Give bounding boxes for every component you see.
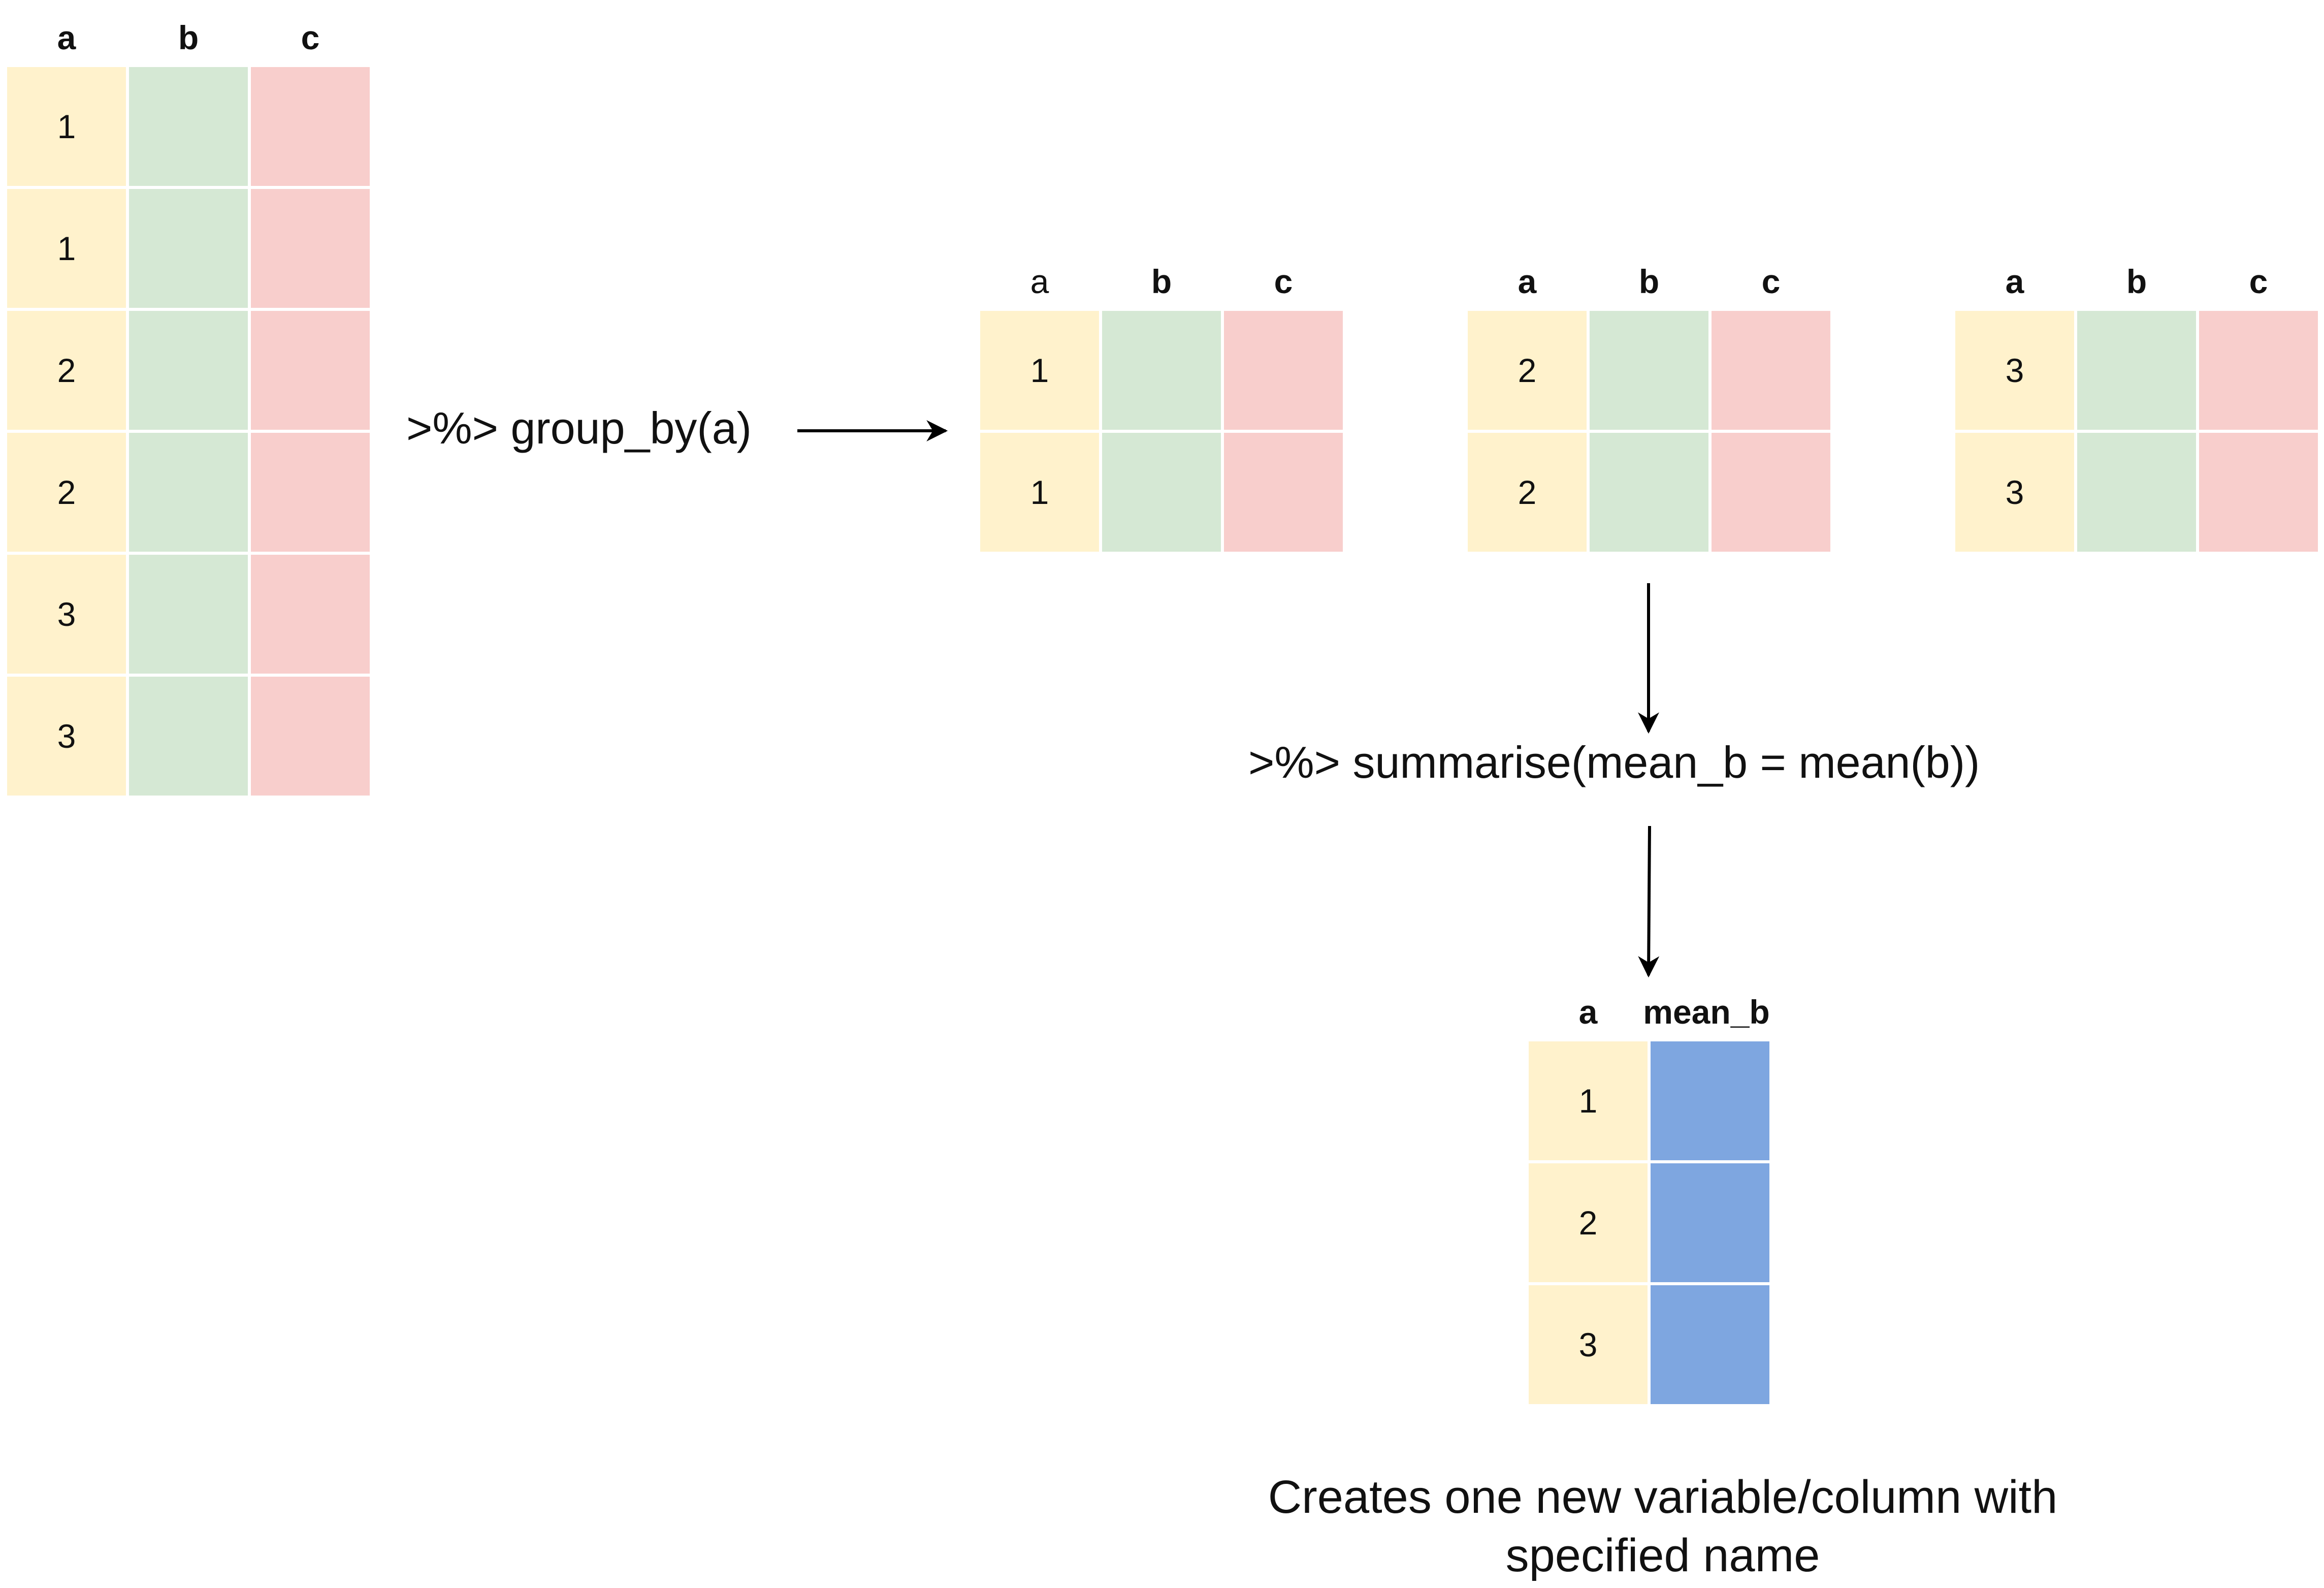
source-cell-c-3	[251, 311, 370, 430]
source-cell-b-5	[129, 555, 248, 674]
source-cell-a-2: 1	[7, 189, 126, 308]
group-table-3: a b c 3 3	[1955, 251, 2318, 556]
group3-cell-a-2: 3	[1955, 433, 2074, 552]
result-cell-mean-b-3	[1651, 1285, 1769, 1404]
group1-cell-a-1: 1	[980, 311, 1099, 430]
group-by-label: >%> group_by(a)	[406, 403, 752, 453]
group3-cell-b-2	[2077, 433, 2196, 552]
source-cell-a-1: 1	[7, 67, 126, 186]
group3-header-a: a	[2005, 263, 2024, 300]
source-table: a b c 1 1 2 2 3 3	[7, 7, 370, 796]
source-cell-c-6	[251, 677, 370, 796]
group3-cell-b-1	[2077, 311, 2196, 430]
source-cell-c-5	[251, 555, 370, 674]
group2-cell-c-1	[1712, 311, 1830, 430]
group-table-2: a b c 2 2	[1468, 251, 1830, 556]
group2-cell-a-1: 2	[1468, 311, 1587, 430]
group2-cell-a-2: 2	[1468, 433, 1587, 552]
caption: Creates one new variable/column with spe…	[1206, 1468, 2120, 1585]
source-cell-c-4	[251, 433, 370, 552]
group2-cell-c-2	[1712, 433, 1830, 552]
group2-header-c: c	[1761, 263, 1781, 300]
source-cell-b-6	[129, 677, 248, 796]
group1-header-c: c	[1274, 263, 1293, 300]
result-cell-a-2: 2	[1529, 1163, 1648, 1282]
summarise-label: >%> summarise(mean_b = mean(b))	[1248, 737, 1980, 787]
group1-cell-c-2	[1224, 433, 1343, 552]
group2-cell-b-2	[1590, 433, 1708, 552]
result-cell-mean-b-2	[1651, 1163, 1769, 1282]
caption-line-2: specified name	[1505, 1530, 1820, 1581]
result-cell-a-3: 3	[1529, 1285, 1648, 1404]
source-cell-b-3	[129, 311, 248, 430]
source-cell-b-4	[129, 433, 248, 552]
source-cell-a-3: 2	[7, 311, 126, 430]
group2-header-b: b	[1638, 263, 1660, 300]
group2-header-a: a	[1518, 263, 1537, 300]
source-header-c: c	[301, 19, 320, 56]
group-table-1: a b c 1 1	[980, 251, 1343, 556]
group3-cell-c-2	[2199, 433, 2318, 552]
result-header-mean-b: mean_b	[1643, 993, 1770, 1031]
caption-line-1: Creates one new variable/column with	[1268, 1471, 2058, 1523]
source-cell-b-1	[129, 67, 248, 186]
source-cell-b-2	[129, 189, 248, 308]
group1-cell-a-2: 1	[980, 433, 1099, 552]
group2-cell-b-1	[1590, 311, 1708, 430]
group1-header-b: b	[1151, 263, 1172, 300]
source-cell-c-2	[251, 189, 370, 308]
source-cell-a-5: 3	[7, 555, 126, 674]
source-cell-a-6: 3	[7, 677, 126, 796]
source-cell-a-4: 2	[7, 433, 126, 552]
group3-cell-a-1: 3	[1955, 311, 2074, 430]
group1-cell-b-1	[1102, 311, 1221, 430]
source-header-b: b	[178, 19, 199, 56]
result-table: a mean_b 1 2 3	[1529, 981, 1833, 1408]
group3-cell-c-1	[2199, 311, 2318, 430]
group1-cell-b-2	[1102, 433, 1221, 552]
group1-cell-c-1	[1224, 311, 1343, 430]
source-header-a: a	[57, 19, 76, 56]
group1-header-a: a	[1030, 263, 1049, 300]
result-header-a: a	[1578, 993, 1598, 1031]
group3-header-c: c	[2249, 263, 2268, 300]
result-cell-a-1: 1	[1529, 1041, 1648, 1160]
summarise-to-result-arrow	[1638, 825, 1660, 978]
group3-header-b: b	[2126, 263, 2147, 300]
result-cell-mean-b-1	[1651, 1041, 1769, 1160]
source-cell-c-1	[251, 67, 370, 186]
